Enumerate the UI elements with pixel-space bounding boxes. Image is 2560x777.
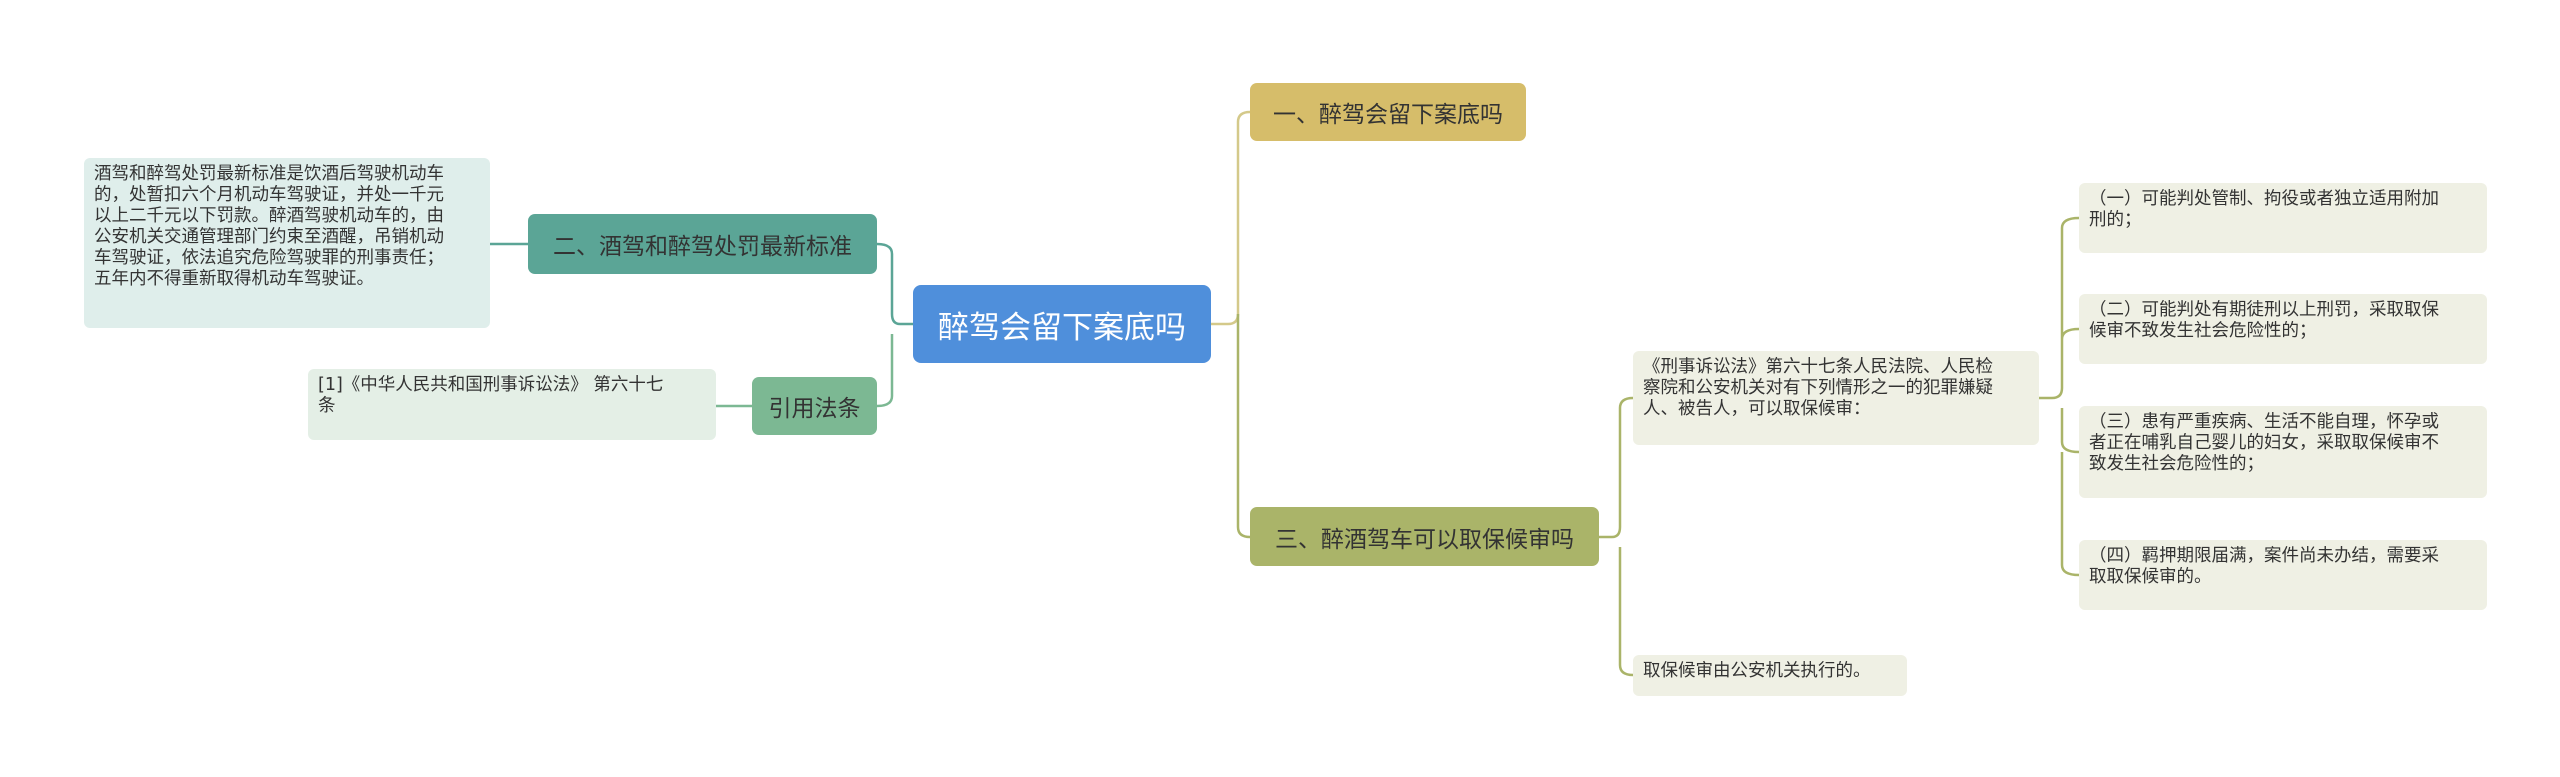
bail-item-3[interactable]: （三）患有严重疾病、生活不能自理，怀孕或 者正在哺乳自己婴儿的妇女，采取取保候审… [2079,406,2487,498]
branch-case-record[interactable]: 一、醉驾会留下案底吗 [1250,83,1526,141]
bail-law-leaf[interactable]: 《刑事诉讼法》第六十七条人民法院、人民检 察院和公安机关对有下列情形之一的犯罪嫌… [1633,351,2039,445]
branch-citation[interactable]: 引用法条 [752,377,877,435]
branch-bail[interactable]: 三、醉酒驾车可以取保候审吗 [1250,507,1599,566]
link-root-b3 [1236,314,1251,539]
link-leaf1-items [2039,216,2080,577]
bail-item-2[interactable]: （二）可能判处有期徒刑以上刑罚，采取取保 候审不致发生社会危险性的； [2079,294,2487,364]
bail-item-1[interactable]: （一）可能判处管制、拘役或者独立适用附加 刑的； [2079,183,2487,253]
penalty-standard-leaf[interactable]: 酒驾和醉驾处罚最新标准是饮酒后驾驶机动车 的，处暂扣六个月机动车驾驶证，并处一千… [84,158,490,328]
root-topic[interactable]: 醉驾会留下案底吗 [913,285,1211,363]
link-b3-children [1599,396,1634,677]
link-root-b1 [1211,110,1251,326]
link-root-cite [876,334,894,408]
link-root-b2 [876,242,913,326]
branch-penalty-standard[interactable]: 二、酒驾和醉驾处罚最新标准 [528,214,877,274]
bail-item-4[interactable]: （四）羁押期限届满，案件尚未办结，需要采 取取保候审的。 [2079,540,2487,610]
bail-executor-leaf[interactable]: 取保候审由公安机关执行的。 [1633,655,1907,696]
citation-leaf[interactable]: [1]《中华人民共和国刑事诉讼法》 第六十七 条 [308,369,716,440]
